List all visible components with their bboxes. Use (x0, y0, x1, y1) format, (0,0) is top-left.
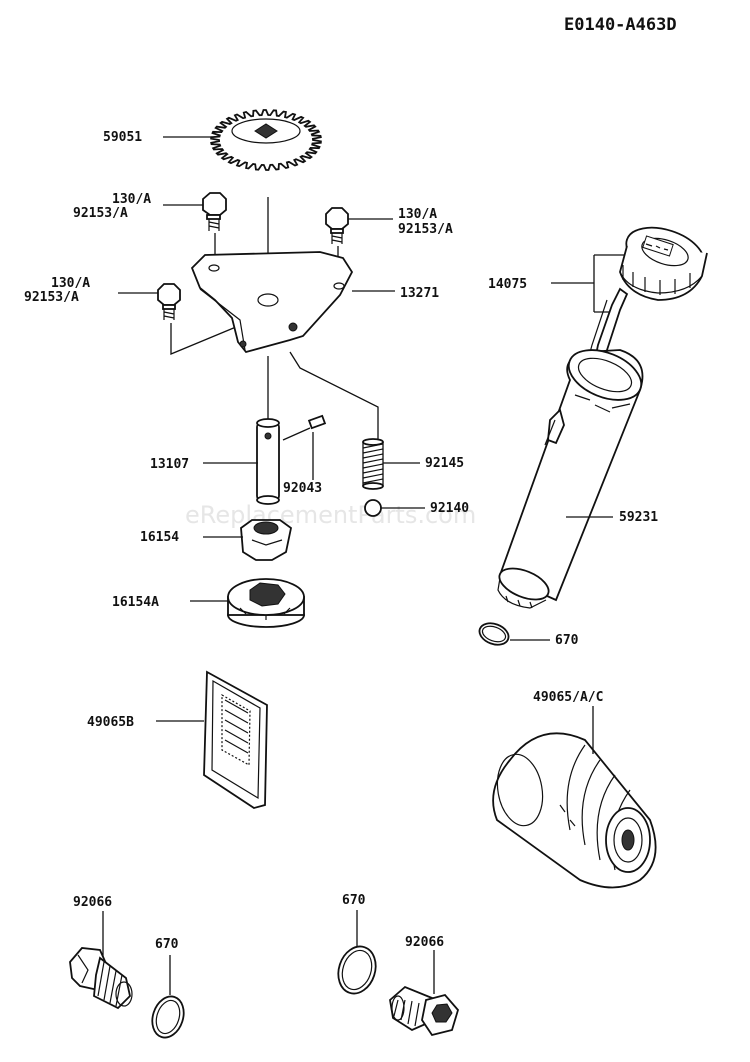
label-92153a-1: 92153/A (73, 206, 128, 221)
label-92140: 92140 (430, 501, 469, 516)
label-92145: 92145 (425, 456, 464, 471)
pin-92043 (282, 414, 327, 441)
label-16154a: 16154A (112, 595, 159, 610)
label-13107: 13107 (150, 457, 189, 472)
screen-49065b (203, 670, 268, 809)
label-13271: 13271 (400, 286, 439, 301)
watermark-text: eReplacementParts.com (185, 501, 476, 529)
label-92066-1: 92066 (73, 895, 112, 910)
label-130a-1: 130/A (112, 192, 151, 207)
label-16154: 16154 (140, 530, 179, 545)
bolt-upper-left (202, 192, 227, 262)
label-92066-2: 92066 (405, 935, 444, 950)
oil-filter-49065 (492, 732, 657, 889)
label-92153a-3: 92153/A (24, 290, 79, 305)
label-670-2: 670 (155, 937, 179, 952)
bolt-upper-right (325, 207, 349, 278)
leader-14075 (551, 254, 624, 313)
label-130a-2: 130/A (398, 207, 437, 222)
label-92153a-2: 92153/A (398, 222, 453, 237)
label-670-1: 670 (555, 633, 579, 648)
label-49065: 49065/A/C (533, 690, 603, 705)
drain-plug-92066-left (69, 947, 133, 1010)
label-130a-3: 130/A (51, 276, 90, 291)
shaft-13107 (256, 418, 280, 505)
label-670-3: 670 (342, 893, 366, 908)
o-ring-670-left (151, 995, 185, 1039)
spring-92145 (362, 438, 384, 490)
bolt-left (157, 283, 181, 320)
drain-plug-92066-right (389, 985, 460, 1037)
label-59231: 59231 (619, 510, 658, 525)
o-ring-670-tube (478, 622, 510, 646)
rotor-16154a (227, 578, 305, 628)
label-49065b: 49065B (87, 715, 134, 730)
tube-59231 (497, 349, 644, 609)
gear-59051 (210, 109, 322, 171)
rotor-16154 (240, 519, 292, 561)
diagram-code: E0140-A463D (564, 15, 677, 35)
leader-plate-spring (289, 351, 379, 440)
plate-13271 (190, 251, 354, 354)
dipstick-14075 (587, 226, 708, 370)
label-92043: 92043 (283, 481, 322, 496)
label-59051: 59051 (103, 130, 142, 145)
ball-92140 (364, 499, 382, 517)
label-14075: 14075 (488, 277, 527, 292)
o-ring-670-right (337, 945, 377, 995)
